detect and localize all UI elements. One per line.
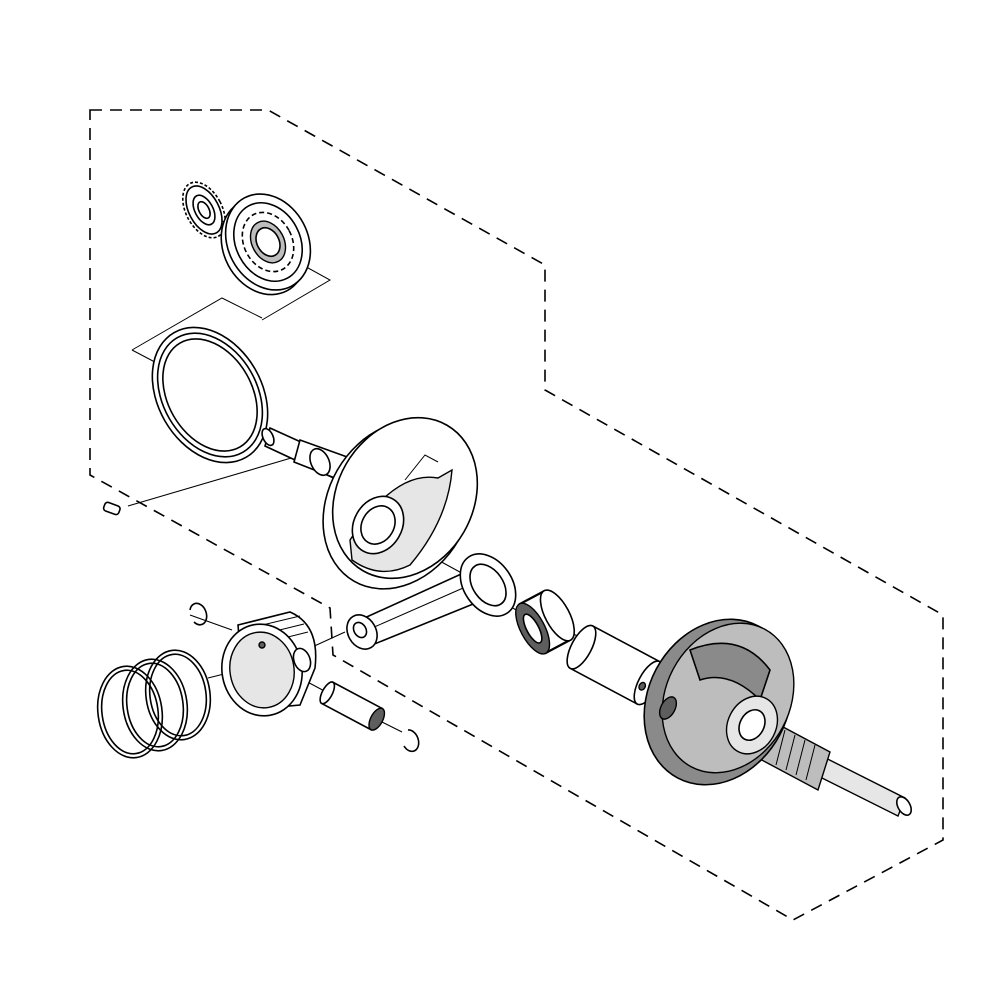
spline-icon — [775, 729, 816, 781]
key-icon — [102, 501, 121, 516]
crankshaft-flywheel — [261, 416, 479, 590]
circlip-icon — [403, 729, 420, 753]
connecting-rod — [346, 553, 517, 650]
crankshaft-output-flywheel — [643, 618, 913, 817]
piston-pin — [319, 681, 386, 731]
bearing-icon — [241, 211, 295, 273]
needle-bearing — [515, 589, 576, 655]
circlip-right — [403, 729, 420, 753]
circlip-icon — [189, 602, 208, 626]
woodruff-key — [102, 501, 121, 516]
drive-gear — [181, 181, 227, 239]
gear-icon — [181, 181, 227, 239]
ring-icon — [121, 658, 189, 752]
circlip-left — [189, 602, 208, 626]
piston — [221, 611, 317, 717]
assembly-boundary — [89, 109, 944, 921]
ball-bearing — [220, 193, 312, 296]
piston-rings — [96, 649, 212, 759]
oil-seal — [151, 326, 269, 464]
seal-ring-icon — [162, 338, 258, 452]
